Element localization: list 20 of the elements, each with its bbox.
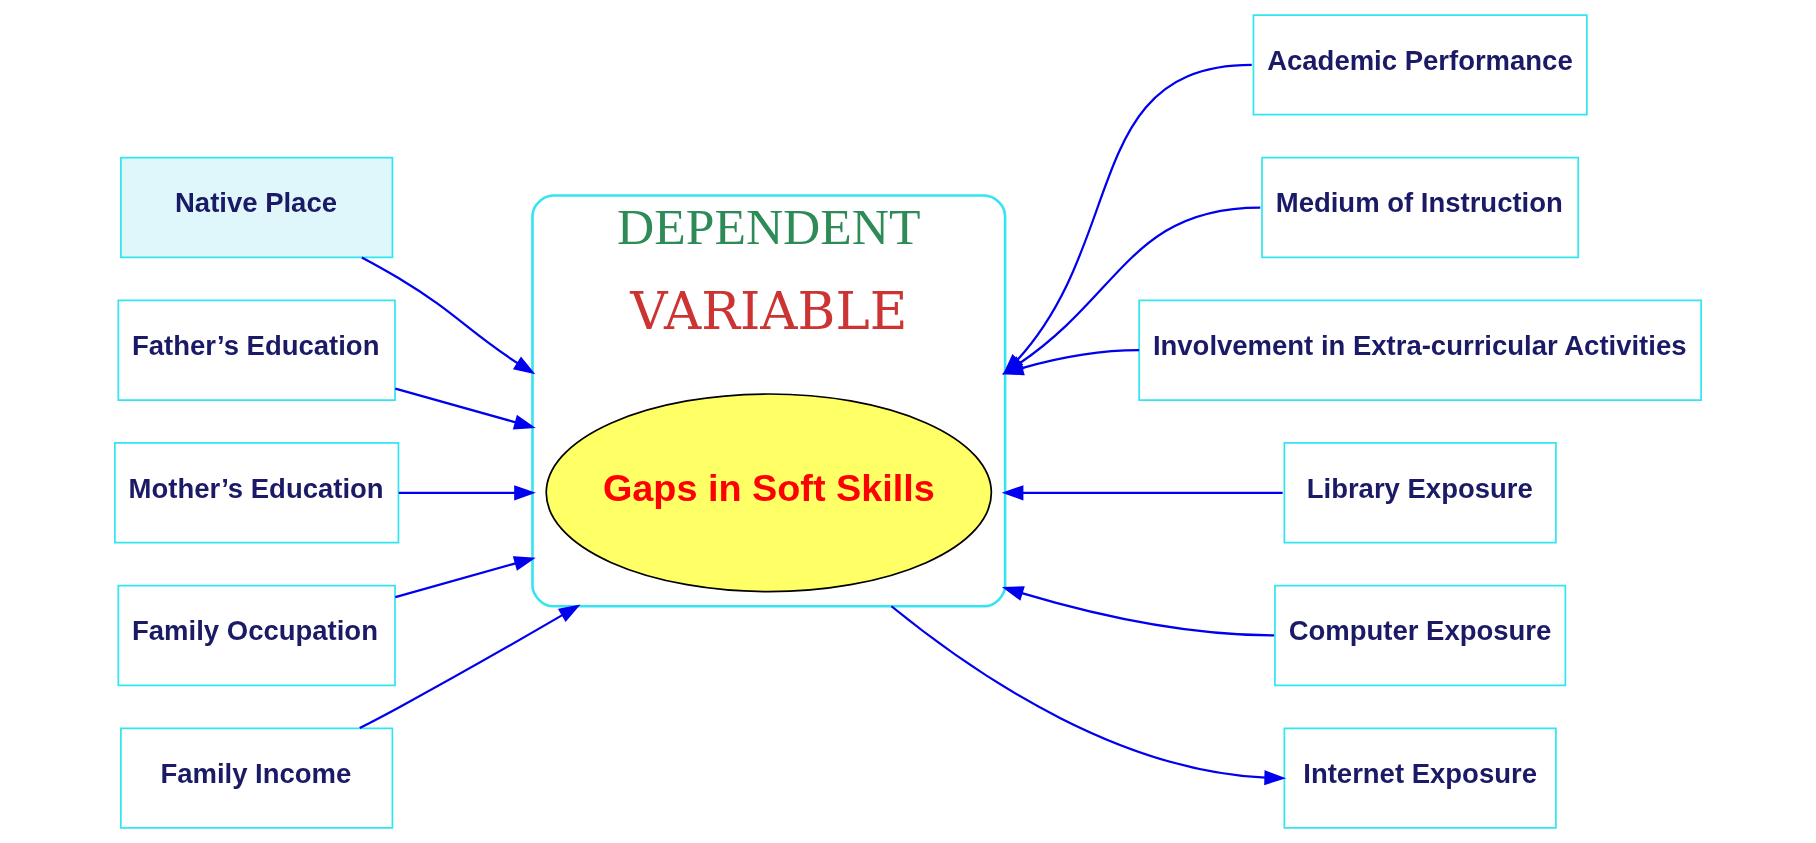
- arrow: [361, 256, 536, 375]
- node-box: Family Income: [120, 727, 394, 829]
- node-box: Family Occupation: [117, 584, 396, 687]
- node-box: Father’s Education: [117, 299, 396, 401]
- arrow: [1001, 485, 1283, 501]
- node-ellipse: Gaps in Soft Skills: [545, 393, 993, 593]
- node-box: Native Place: [120, 156, 394, 259]
- node-box: Mother’s Education: [114, 442, 400, 544]
- arrow: [1001, 586, 1275, 637]
- arrow: [890, 605, 1287, 786]
- node-box: Internet Exposure: [1283, 727, 1557, 829]
- node-box: Medium of Instruction: [1261, 156, 1580, 259]
- node-box: Involvement in Extra-curricular Activities: [1138, 299, 1702, 401]
- node-box: Library Exposure: [1283, 442, 1557, 544]
- node-box: Academic Performance: [1252, 14, 1588, 116]
- arrow: [395, 387, 536, 430]
- arrow: [359, 604, 581, 730]
- arrow: [395, 556, 536, 599]
- node-box: Computer Exposure: [1274, 584, 1567, 687]
- arrow: [398, 485, 536, 501]
